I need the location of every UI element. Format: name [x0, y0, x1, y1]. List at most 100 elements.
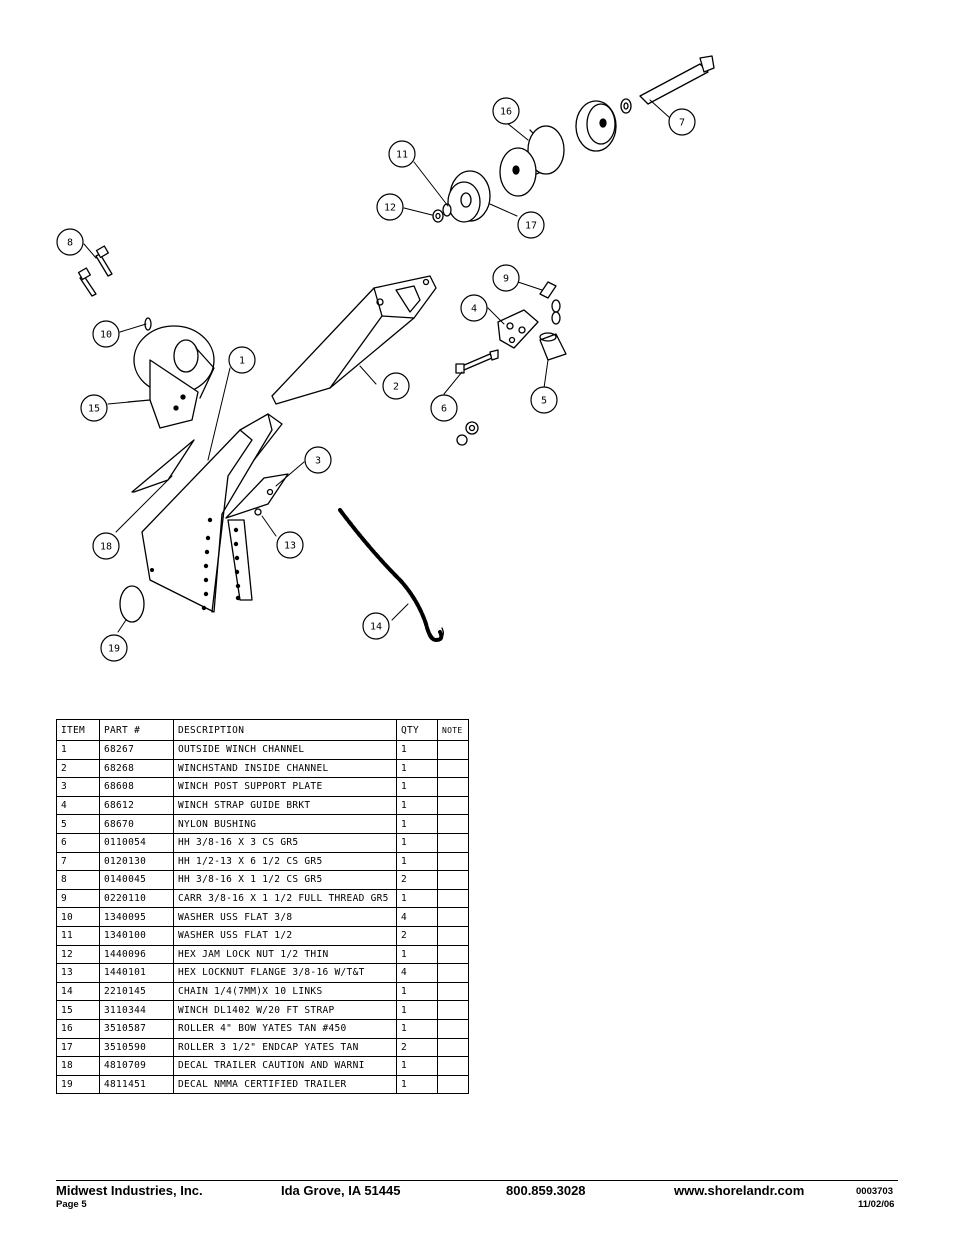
cell-description: DECAL TRAILER CAUTION AND WARNI	[173, 1056, 397, 1076]
cell-description: WASHER USS FLAT 3/8	[173, 907, 397, 927]
cell-note	[437, 851, 469, 872]
col-header-qty: QTY	[396, 719, 438, 741]
cell-part-number: 0220110	[99, 888, 174, 909]
footer-company: Midwest Industries, Inc.	[56, 1183, 203, 1198]
cell-item: 17	[56, 1037, 100, 1058]
cell-part-number: 1340100	[99, 925, 174, 946]
winch-15-drawing	[127, 325, 215, 429]
cell-note	[437, 1074, 469, 1095]
cell-qty: 1	[396, 758, 438, 779]
cell-qty: 2	[396, 1037, 438, 1058]
callout-label: 16	[500, 107, 512, 118]
cell-note	[437, 944, 469, 965]
cell-description: CHAIN 1/4(7MM)X 10 LINKS	[173, 981, 397, 1002]
cell-description: HEX LOCKNUT FLANGE 3/8-16 W/T&T	[173, 963, 397, 983]
cell-part-number: 1440096	[99, 944, 174, 965]
footer-divider	[56, 1180, 898, 1181]
cell-description: WINCH POST SUPPORT PLATE	[173, 777, 397, 797]
cell-qty: 1	[396, 1000, 438, 1020]
col-header-part: PART #	[99, 719, 174, 741]
cell-note	[437, 1000, 469, 1020]
cell-item: 13	[56, 963, 100, 983]
cell-item: 19	[56, 1074, 100, 1095]
callout-19: 19	[100, 634, 128, 662]
cell-item: 11	[56, 925, 100, 946]
cell-item: 15	[56, 1000, 100, 1020]
callout-label: 15	[88, 404, 100, 415]
footer-date: 11/02/06	[858, 1199, 895, 1210]
cell-qty: 1	[396, 832, 438, 853]
callout-7: 7	[668, 108, 696, 136]
callout-label: 14	[370, 622, 382, 633]
callout-6: 6	[430, 394, 458, 422]
callout-14: 14	[362, 612, 390, 640]
cell-part-number: 1340095	[99, 907, 174, 927]
cell-item: 5	[56, 814, 100, 834]
callout-label: 5	[541, 396, 547, 407]
cell-item: 4	[56, 795, 100, 816]
cell-qty: 2	[396, 870, 438, 890]
decal-18-drawing	[131, 439, 195, 493]
callout-18: 18	[92, 532, 120, 560]
cell-part-number: 1440101	[99, 963, 174, 983]
footer-location: Ida Grove, IA 51445	[281, 1183, 401, 1198]
outside-channel-1-drawing	[141, 413, 283, 613]
cell-qty: 1	[396, 944, 438, 965]
cell-description: OUTSIDE WINCH CHANNEL	[173, 740, 397, 760]
cell-part-number: 0140045	[99, 870, 174, 890]
cell-item: 7	[56, 851, 100, 872]
callout-5: 5	[530, 386, 558, 414]
cell-description: HH 3/8-16 X 3 CS GR5	[173, 832, 397, 853]
cell-item: 3	[56, 777, 100, 797]
callout-label: 18	[100, 542, 112, 553]
cell-part-number: 4811451	[99, 1074, 174, 1095]
cell-description: HEX JAM LOCK NUT 1/2 THIN	[173, 944, 397, 965]
callout-1: 1	[228, 346, 256, 374]
callout-label: 19	[108, 644, 120, 655]
callout-label: 4	[471, 304, 477, 315]
cell-description: WINCHSTAND INSIDE CHANNEL	[173, 758, 397, 779]
callout-10: 10	[92, 320, 120, 348]
callout-17: 17	[517, 211, 545, 239]
cell-description: HH 3/8-16 X 1 1/2 CS GR5	[173, 870, 397, 890]
cell-part-number: 68268	[99, 758, 174, 779]
callout-11: 11	[388, 140, 416, 168]
callout-12: 12	[376, 193, 404, 221]
cell-description: NYLON BUSHING	[173, 814, 397, 834]
cell-description: WASHER USS FLAT 1/2	[173, 925, 397, 946]
cell-qty: 4	[396, 907, 438, 927]
cell-qty: 1	[396, 795, 438, 816]
washer-drawing	[620, 98, 632, 114]
cell-note	[437, 925, 469, 946]
cell-part-number: 68267	[99, 740, 174, 760]
cell-part-number: 2210145	[99, 981, 174, 1002]
footer-website: www.shorelandr.com	[674, 1183, 805, 1198]
bolt-6-drawing	[455, 349, 499, 374]
cell-note	[437, 907, 469, 927]
bolt-7-drawing	[639, 55, 715, 105]
cell-note	[437, 777, 469, 797]
cell-item: 2	[56, 758, 100, 779]
cell-qty: 1	[396, 851, 438, 872]
cell-item: 10	[56, 907, 100, 927]
callout-label: 1	[239, 356, 245, 367]
cell-part-number: 0120130	[99, 851, 174, 872]
callout-2: 2	[382, 372, 410, 400]
cell-note	[437, 740, 469, 760]
cell-item: 16	[56, 1018, 100, 1039]
callout-9: 9	[492, 264, 520, 292]
callout-label: 6	[441, 404, 447, 415]
callout-label: 9	[503, 274, 509, 285]
cell-description: HH 1/2-13 X 6 1/2 CS GR5	[173, 851, 397, 872]
callout-label: 2	[393, 382, 399, 393]
